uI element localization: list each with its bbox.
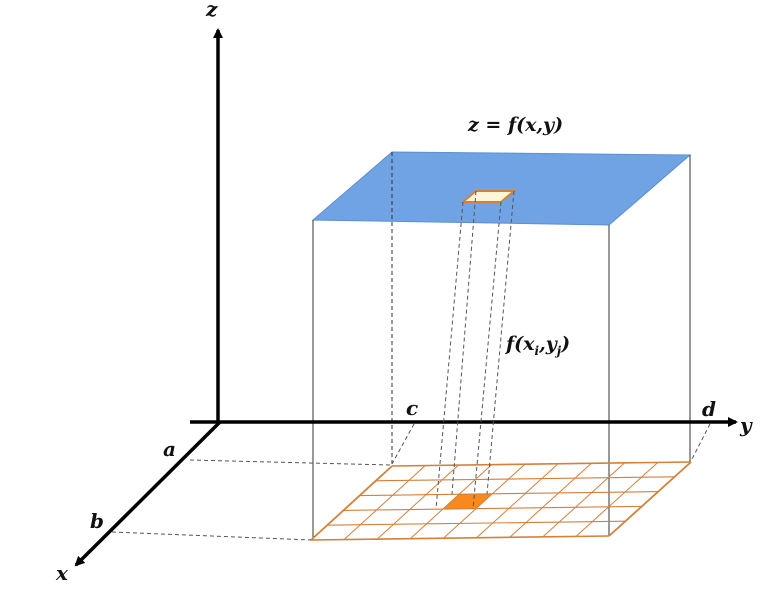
surface-equation: z = f(x,y) bbox=[467, 114, 563, 136]
column-height-label: f(xi,yj) bbox=[504, 333, 570, 358]
bound-c-label: c bbox=[406, 396, 418, 420]
grid-column-line bbox=[443, 463, 526, 539]
grid-row-line bbox=[343, 505, 642, 511]
region-grid bbox=[310, 461, 692, 541]
grid-row-line bbox=[375, 476, 675, 482]
grid-column-line bbox=[608, 461, 692, 537]
grid-column-line bbox=[409, 464, 493, 540]
projection-lines bbox=[111, 190, 711, 541]
grid-row-line bbox=[327, 520, 626, 526]
axes bbox=[74, 28, 738, 567]
grid-row-line bbox=[310, 535, 610, 541]
grid-column-line bbox=[542, 462, 625, 538]
grid-column-line bbox=[575, 462, 659, 537]
x-axis-label: x bbox=[55, 561, 69, 585]
bound-b-label: b bbox=[90, 509, 104, 533]
grid-column-line bbox=[476, 463, 559, 539]
grid-column-line bbox=[376, 464, 459, 540]
grid-row-line bbox=[391, 461, 692, 467]
grid-row-line bbox=[359, 491, 659, 497]
bound-d-label: d bbox=[702, 397, 716, 421]
surface-plane bbox=[311, 151, 692, 226]
x-axis bbox=[74, 420, 222, 567]
z-axis-label: z bbox=[205, 0, 218, 21]
grid-column-line bbox=[509, 462, 592, 538]
prism-edges bbox=[312, 152, 691, 540]
selected-cell bbox=[442, 493, 493, 510]
grid-column-line bbox=[310, 465, 393, 541]
y-axis-label: y bbox=[739, 413, 753, 437]
bound-a-label: a bbox=[163, 437, 176, 461]
grid-column-line bbox=[343, 465, 426, 540]
